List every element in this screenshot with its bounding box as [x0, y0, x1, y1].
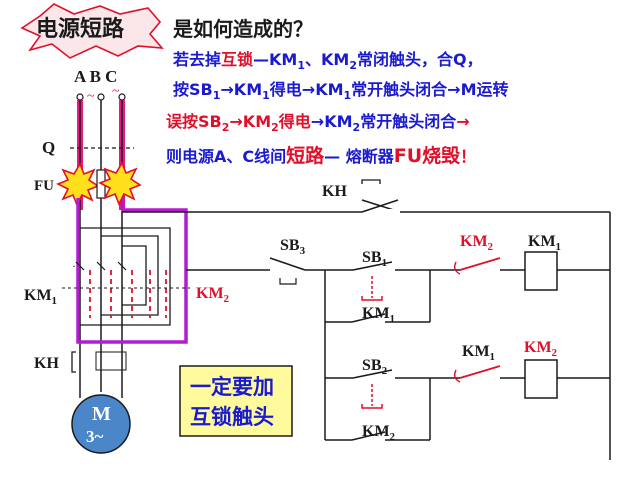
note-line1: 一定要加: [190, 375, 274, 399]
km2-nc-hook: [453, 261, 461, 275]
kh-top-label: KH: [322, 183, 347, 200]
fu-label: FU: [34, 178, 54, 194]
km1-nc-hook: [453, 369, 461, 383]
title-part2: 是如何造成的？: [172, 17, 313, 41]
terminal-c: [118, 93, 126, 101]
km1-coil-label: KM1: [528, 233, 561, 253]
km2-coil-label: KM2: [524, 339, 558, 359]
kh-top-contact-blade: [361, 199, 399, 213]
short-circuit-loop: [76, 198, 188, 344]
sb1-contact: [352, 261, 393, 271]
explanation-line3: 误按SB2→KM2得电→KM2常开触头闭合→: [166, 112, 470, 135]
sb3-contact: [269, 257, 306, 271]
km2-nc-contact: [459, 257, 501, 271]
km2-hold-contact: [351, 431, 386, 441]
km1-contacts-dots: ·: [72, 259, 76, 273]
km1-nc-label: KM1: [462, 343, 495, 363]
sb3-label: SB3: [280, 237, 306, 257]
note-line2: 互锁触头: [190, 405, 274, 429]
sb2-contact: [352, 369, 393, 379]
kh-heater-box: [95, 351, 127, 371]
terminal-a: [76, 93, 84, 101]
km1-main-contacts: [75, 261, 127, 271]
explanation-line1: 若去掉互锁—KM1、KM2常闭触头，合Q，: [173, 50, 483, 73]
title-burst-shape: [20, 3, 164, 59]
terminal-b: [97, 93, 105, 101]
km2-coil: [524, 359, 558, 399]
phase-tilde-a: ~: [87, 89, 95, 104]
sb2-actuator: [361, 404, 383, 409]
phase-tilde-c: ~: [112, 84, 120, 99]
motor-letter: M: [92, 403, 111, 425]
km1-coil: [524, 251, 558, 291]
km1-left-label: KM1: [24, 287, 57, 307]
motor-phases: 3~: [86, 427, 104, 446]
km2-nc-label: KM2: [460, 233, 494, 253]
fuse-c-burst-icon: [98, 161, 142, 206]
kh-top-gap: [362, 209, 400, 215]
kh-left-label: KH: [34, 355, 59, 372]
km1-nc-contact: [459, 365, 501, 379]
motor-icon: [71, 394, 131, 454]
sb1-actuator: [361, 296, 383, 301]
explanation-line2: 按SB1→KM1得电→KM1常开触头闭合→M运转: [173, 80, 509, 103]
km-dashed-red-marks: [89, 270, 167, 318]
power-lines: [79, 100, 123, 360]
km1-hold-contact: [351, 313, 386, 323]
explanation-line4: 则电源A、C线间短路— 熔断器FU烧毁！: [166, 145, 477, 167]
title-part1: 电源短路: [36, 16, 125, 42]
phase-labels: A B C: [74, 67, 117, 86]
note-box: [179, 365, 293, 437]
q-label: Q: [42, 138, 55, 157]
kh-top-symbol: [361, 179, 381, 184]
motor-leads: [79, 360, 123, 398]
km2-mid-label: KM2: [196, 285, 230, 305]
sb3-actuator: [279, 278, 297, 285]
crossover-wiring: [80, 227, 171, 326]
kh-left-symbol: [71, 351, 76, 373]
